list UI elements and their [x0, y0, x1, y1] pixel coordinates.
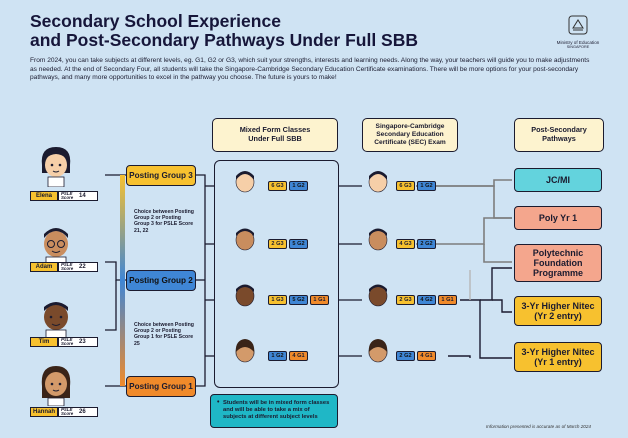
class-chip: 2 G3: [268, 239, 287, 249]
student-name-tag: Elena: [30, 191, 58, 201]
class-chip: 4 G1: [289, 351, 308, 361]
dest-polytechnic-foundation: Polytechnic Foundation Programme: [514, 244, 602, 282]
class-chip: 1 G2: [268, 351, 287, 361]
header-mixed-classes: Mixed Form Classes Under Full SBB: [212, 118, 338, 152]
mixed-classes-note: Students will be in mixed form classes a…: [210, 394, 338, 428]
student-name-tag: Tim: [30, 337, 58, 347]
exam-chip: 2 G2: [396, 351, 415, 361]
posting-group-3: Posting Group 3: [126, 165, 196, 186]
student-name-tag: Adam: [30, 262, 58, 272]
title-line-2: and Post-Secondary Pathways Under Full S…: [30, 30, 418, 50]
class-chip: 1 G2: [289, 181, 308, 191]
class-chip: 5 G2: [289, 295, 308, 305]
exam-chip: 1 G2: [417, 181, 436, 191]
class-chip: 5 G2: [289, 239, 308, 249]
exam-chip: 2 G2: [417, 239, 436, 249]
title-line-1: Secondary School Experience: [30, 11, 281, 31]
exam-chip: 1 G1: [438, 295, 457, 305]
choice-note-upper: Choice between Posting Group 2 or Postin…: [134, 209, 194, 234]
exam-chip: 4 G3: [396, 239, 415, 249]
intro-paragraph: From 2024, you can take subjects at diff…: [30, 57, 590, 82]
crest-icon: [568, 15, 588, 35]
exam-chip: 6 G3: [396, 181, 415, 191]
class-chip: 1 G3: [268, 295, 287, 305]
student-name-tag: Hannah: [30, 407, 58, 417]
exam-chip: 4 G2: [417, 295, 436, 305]
choice-note-lower: Choice between Posting Group 2 or Postin…: [134, 322, 194, 347]
student-avatar-icon: [44, 228, 68, 266]
mixed-classes-panel: [214, 160, 339, 388]
class-chip: 1 G1: [310, 295, 329, 305]
header-sec-exam: Singapore-Cambridge Secondary Education …: [362, 118, 458, 152]
dest-higher-nitec-yr2: 3-Yr Higher Nitec (Yr 2 entry): [514, 296, 602, 326]
exam-chip: 4 G1: [417, 351, 436, 361]
page-title: Secondary School Experience and Post-Sec…: [30, 12, 500, 50]
posting-group-2: Posting Group 2: [126, 270, 196, 291]
exam-chip: 2 G3: [396, 295, 415, 305]
posting-group-gradient-bar: [120, 175, 125, 386]
dest-poly-yr1: Poly Yr 1: [514, 206, 602, 230]
class-chip: 6 G3: [268, 181, 287, 191]
student-avatar-icon: [41, 366, 71, 406]
student-avatar-icon: [41, 147, 71, 187]
logo-line-2: SINGAPORE: [566, 45, 590, 50]
moe-logo: Ministry of Education SINGAPORE: [548, 14, 608, 54]
dest-higher-nitec-yr1: 3-Yr Higher Nitec (Yr 1 entry): [514, 342, 602, 372]
logo-line-1: Ministry of Education: [556, 40, 600, 45]
dest-jc-mi: JC/MI: [514, 168, 602, 192]
student-avatar-icon: [44, 302, 68, 339]
posting-group-1: Posting Group 1: [126, 376, 196, 397]
footer-note: Information presented is accurate as of …: [486, 424, 591, 429]
header-post-secondary: Post-Secondary Pathways: [514, 118, 604, 152]
